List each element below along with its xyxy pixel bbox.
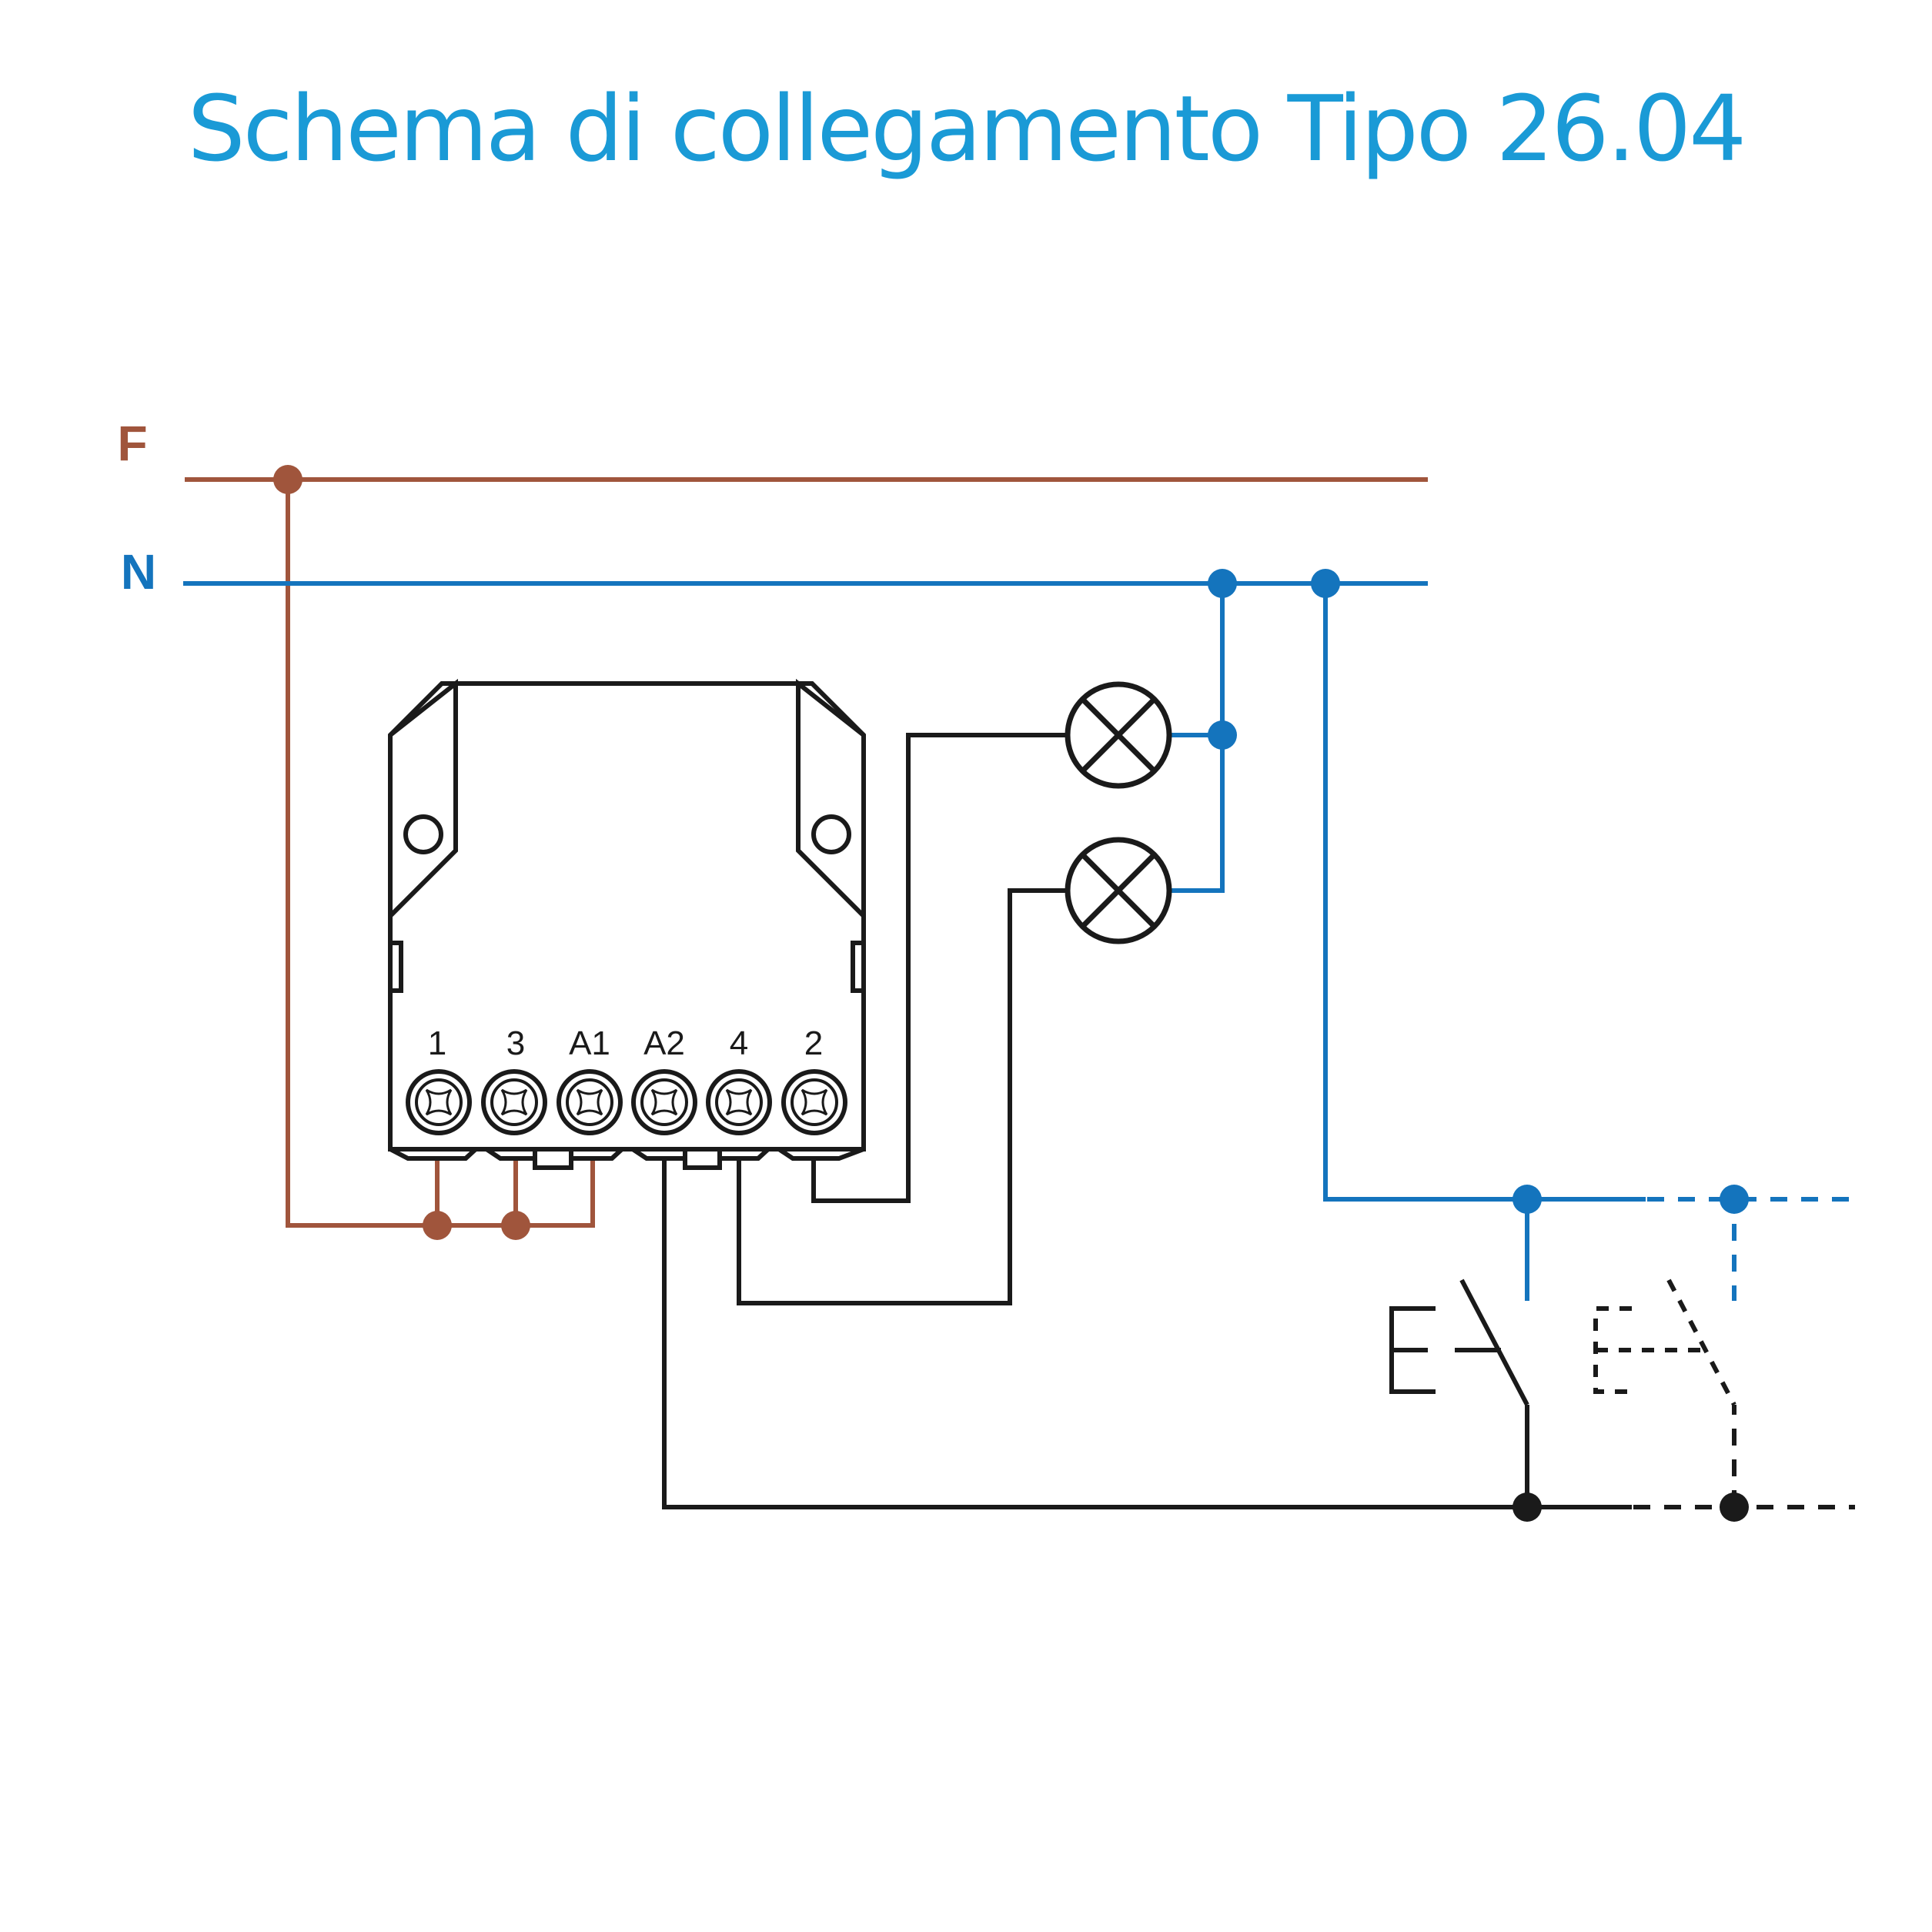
terminal-label-1: 1 xyxy=(428,1024,446,1062)
neutral-junction-lamp1 xyxy=(1208,720,1237,750)
terminal-screw-a1 xyxy=(557,1069,623,1135)
lamp-2-cross-b xyxy=(1080,852,1157,929)
phase-junctions xyxy=(273,465,530,1240)
phase-junction-t1 xyxy=(423,1211,452,1240)
terminal-label-3: 3 xyxy=(506,1024,525,1062)
neutral-junction-optional-switch xyxy=(1720,1185,1749,1214)
relay-bottom-feet xyxy=(389,1147,865,1161)
neutral-rail-label: N xyxy=(121,544,156,600)
optional-pushbutton-switch xyxy=(1593,1279,1736,1406)
terminal-label-2: 2 xyxy=(804,1024,823,1062)
optional-contact xyxy=(1666,1279,1736,1406)
neutral-junction-pushbutton xyxy=(1311,569,1340,598)
lamp-2 xyxy=(1065,837,1172,944)
terminal-label-a2: A2 xyxy=(643,1024,685,1062)
control-junction-switch xyxy=(1513,1492,1542,1522)
control-wiring xyxy=(662,733,1632,1509)
lamp-1-cross-b xyxy=(1080,697,1157,774)
terminal-label-a1: A1 xyxy=(569,1024,610,1062)
terminal-screw-3 xyxy=(481,1069,547,1135)
relay-right-tab xyxy=(851,941,866,993)
control-junctions xyxy=(1513,1492,1749,1522)
phase-junction-t3 xyxy=(501,1211,530,1240)
relay-left-screw-hole xyxy=(403,814,443,854)
load-wire-lamp2 xyxy=(737,888,1066,1305)
pushbutton-switch xyxy=(1389,1279,1529,1406)
terminal-label-4: 4 xyxy=(730,1024,748,1062)
control-wire-a2 xyxy=(662,1158,1632,1509)
relay-bottom-clip-right xyxy=(683,1147,722,1170)
phase-junction-rail xyxy=(273,465,303,494)
neutral-junctions xyxy=(1208,569,1749,1214)
relay-right-ear xyxy=(796,678,866,918)
neutral-dashed-extension xyxy=(1647,1197,1855,1301)
relay-bottom-clip-left xyxy=(533,1147,573,1170)
load-wire-lamp1 xyxy=(811,733,1066,1203)
relay-left-tab xyxy=(388,941,403,993)
pushbutton-contact xyxy=(1459,1279,1529,1406)
terminal-screw-2 xyxy=(781,1069,847,1135)
control-junction-optional-switch xyxy=(1720,1492,1749,1522)
terminal-screw-a2 xyxy=(631,1069,697,1135)
diagram-title: Schema di collegamento Tipo 26.04 xyxy=(188,75,1745,182)
neutral-junction-switch xyxy=(1513,1185,1542,1214)
relay-left-ear xyxy=(388,678,458,918)
relay-terminal-labels: 1 3 A1 A2 4 2 xyxy=(428,1024,823,1062)
terminal-screw-4 xyxy=(706,1069,772,1135)
neutral-junction-lamps xyxy=(1208,569,1237,598)
phase-rail-label: F xyxy=(117,416,147,471)
neutral-lamp-wire xyxy=(1172,583,1225,893)
neutral-pushbutton-feed xyxy=(1323,583,1646,1202)
relay-terminal-screws xyxy=(406,1069,847,1135)
relay-right-screw-hole xyxy=(811,814,851,854)
relay-module xyxy=(388,678,866,1170)
control-dashed-extension xyxy=(1633,1405,1855,1509)
lamp-1 xyxy=(1065,681,1172,789)
terminal-screw-1 xyxy=(406,1069,472,1135)
